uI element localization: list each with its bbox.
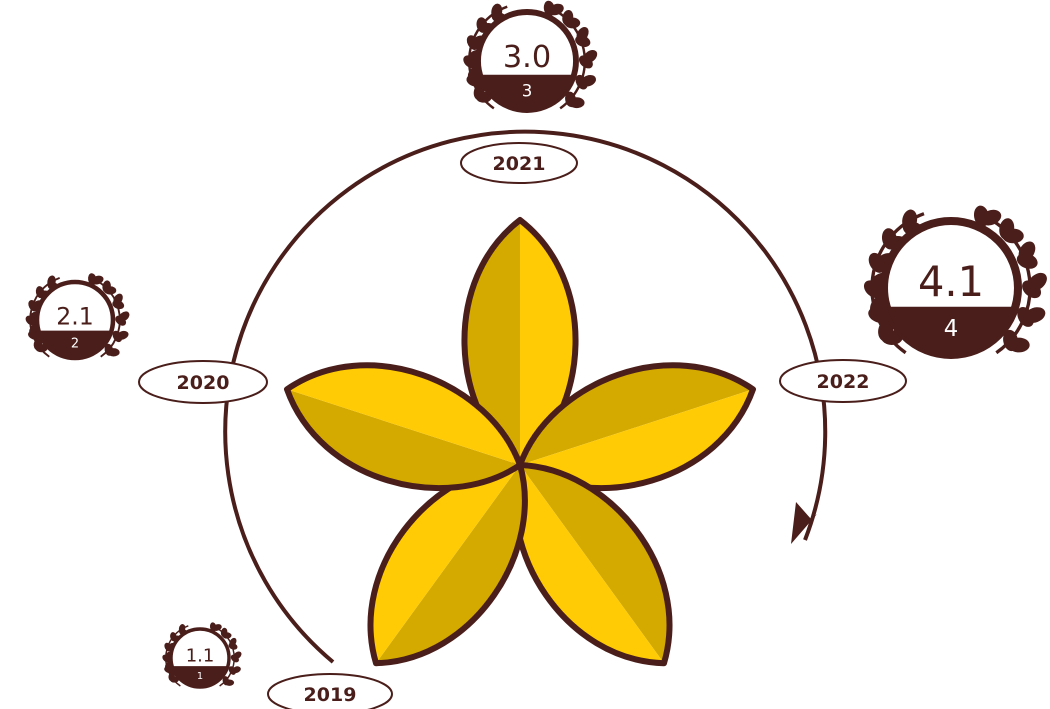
- petal: [371, 465, 525, 663]
- major-version: 1: [197, 671, 203, 682]
- version-badge-1-1: 1.11: [161, 622, 243, 687]
- version-number: 1.1: [186, 645, 215, 666]
- petal: [515, 465, 669, 663]
- major-version: 3: [522, 81, 533, 100]
- year-bubble-2022: 2022: [780, 360, 906, 402]
- year-label: 2019: [304, 684, 357, 706]
- version-number: 3.0: [503, 40, 551, 75]
- five-petal-flower-icon: [287, 220, 753, 663]
- year-label: 2022: [817, 371, 870, 393]
- version-number: 4.1: [918, 257, 984, 306]
- major-version: 2: [71, 336, 79, 351]
- year-label: 2020: [177, 372, 230, 394]
- version-badge-4-1: 4.14: [860, 204, 1050, 355]
- year-bubble-2021: 2021: [461, 143, 577, 183]
- year-bubble-2020: 2020: [139, 361, 267, 403]
- major-version: 4: [944, 316, 958, 342]
- version-number: 2.1: [56, 303, 93, 331]
- year-label: 2021: [493, 153, 546, 175]
- version-badge-2-1: 2.12: [24, 273, 132, 358]
- version-badge-3-0: 3.03: [461, 0, 600, 110]
- year-bubble-2019: 2019: [268, 674, 392, 709]
